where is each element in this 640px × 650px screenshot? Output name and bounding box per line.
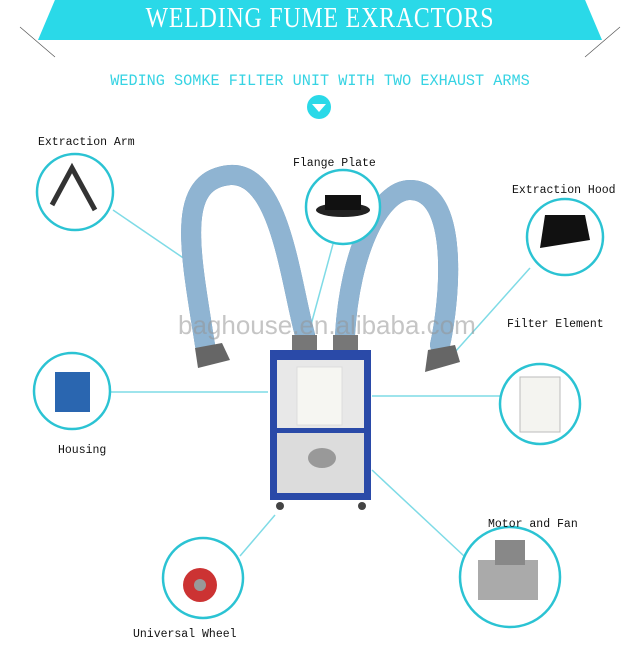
page-subtitle: WEDING SOMKE FILTER UNIT WITH TWO EXHAUS…: [110, 72, 530, 90]
exhaust-arms: [181, 165, 459, 355]
hood-left: [195, 343, 230, 368]
filter-icon: [519, 376, 561, 433]
hood-icon: [540, 215, 590, 248]
label-flange-plate: Flange Plate: [293, 157, 376, 170]
extraction-arm-image: [35, 152, 115, 232]
hood-right: [425, 345, 460, 372]
label-housing: Housing: [58, 444, 107, 457]
page-title: WELDING FUME EXRACTORS: [145, 3, 495, 34]
label-universal-wheel: Universal Wheel: [133, 628, 237, 641]
housing-icon: [55, 372, 90, 412]
cabinet: [270, 335, 371, 510]
arm-icon: [49, 162, 98, 212]
label-extraction-arm: Extraction Arm: [38, 136, 135, 149]
banner-ribbon-right: [584, 26, 621, 58]
label-extraction-hood: Extraction Hood: [512, 184, 616, 197]
watermark: baghouse.en.alibaba.com: [178, 310, 476, 340]
title-banner: [38, 0, 602, 40]
label-motor-and-fan: Motor and Fan: [488, 518, 578, 531]
down-arrow-icon: [307, 95, 331, 119]
label-filter-element: Filter Element: [507, 318, 604, 331]
motor-icon: [478, 560, 538, 600]
banner-ribbon-left: [19, 26, 56, 58]
